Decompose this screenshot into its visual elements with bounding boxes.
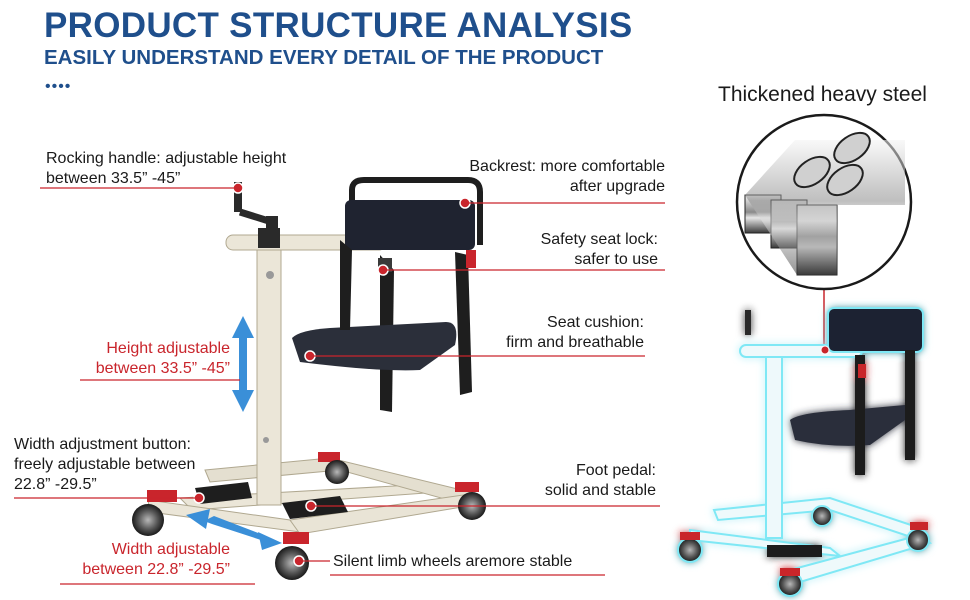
- foot-pedal-left: [195, 482, 252, 504]
- page-subtitle: EASILY UNDERSTAND EVERY DETAIL OF THE PR…: [44, 46, 604, 69]
- seat-cushion-line1: Seat cushion:: [547, 314, 644, 331]
- rocking-handle-line2: between 33.5” -45”: [46, 170, 181, 187]
- foot-pedal-label: Foot pedal: solid and stable: [545, 461, 656, 501]
- main-column: [256, 246, 282, 506]
- rocking-handle-line1: Rocking handle: adjustable height: [46, 150, 287, 167]
- chair-glow: [677, 307, 933, 597]
- chair-main: [132, 177, 486, 580]
- wheel-front-left: [132, 504, 164, 536]
- seat-lock-label: Safety seat lock: safer to use: [541, 230, 658, 270]
- width-arrow: [186, 509, 282, 550]
- wheel-front-right: [275, 546, 309, 580]
- height-adjustable-label: Height adjustable between 33.5” -45”: [96, 339, 230, 379]
- foot-pedal-line1: Foot pedal:: [575, 462, 656, 479]
- leader-lines: [14, 187, 665, 585]
- height-adjustable-line1: Height adjustable: [106, 340, 230, 357]
- wheels-label: Silent limb wheels aremore stable: [333, 553, 573, 570]
- wheel-rear-left: [325, 460, 349, 484]
- seat-lock-line1: Safety seat lock:: [540, 231, 658, 248]
- rocking-handle-label: Rocking handle: adjustable height betwee…: [46, 149, 286, 189]
- page-title: PRODUCT STRUCTURE ANALYSIS: [44, 6, 633, 45]
- decorative-dots: ••••: [45, 78, 72, 95]
- width-button-line1: Width adjustment button:: [14, 436, 191, 453]
- seat-cushion-label: Seat cushion: firm and breathable: [506, 313, 644, 353]
- height-arrow: [232, 316, 254, 412]
- seat-cushion-line2: firm and breathable: [506, 334, 644, 351]
- width-adjustable-label: Width adjustable between 22.8” -29.5”: [82, 540, 230, 580]
- rocking-handle: [234, 182, 242, 212]
- backrest: [345, 200, 475, 250]
- height-adjustable-line2: between 33.5” -45”: [95, 360, 230, 377]
- width-button-line2: freely adjustable between: [14, 456, 196, 473]
- seat-cushion: [292, 322, 457, 371]
- width-button-line3: 22.8” -29.5”: [14, 476, 97, 493]
- width-adjustable-line2: between 22.8” -29.5”: [82, 561, 230, 578]
- seat-lock-line2: safer to use: [574, 251, 658, 268]
- backrest-line2: after upgrade: [569, 178, 665, 195]
- backrest-label: Backrest: more comfortable after upgrade: [469, 157, 665, 197]
- width-adjustable-line1: Width adjustable: [111, 541, 230, 558]
- foot-pedal-line2: solid and stable: [544, 482, 656, 499]
- backrest-line1: Backrest: more comfortable: [469, 158, 665, 175]
- thickened-steel-label: Thickened heavy steel: [718, 83, 927, 106]
- width-button-label: Width adjustment button: freely adjustab…: [14, 435, 195, 495]
- steel-tube-illustration: [735, 113, 913, 350]
